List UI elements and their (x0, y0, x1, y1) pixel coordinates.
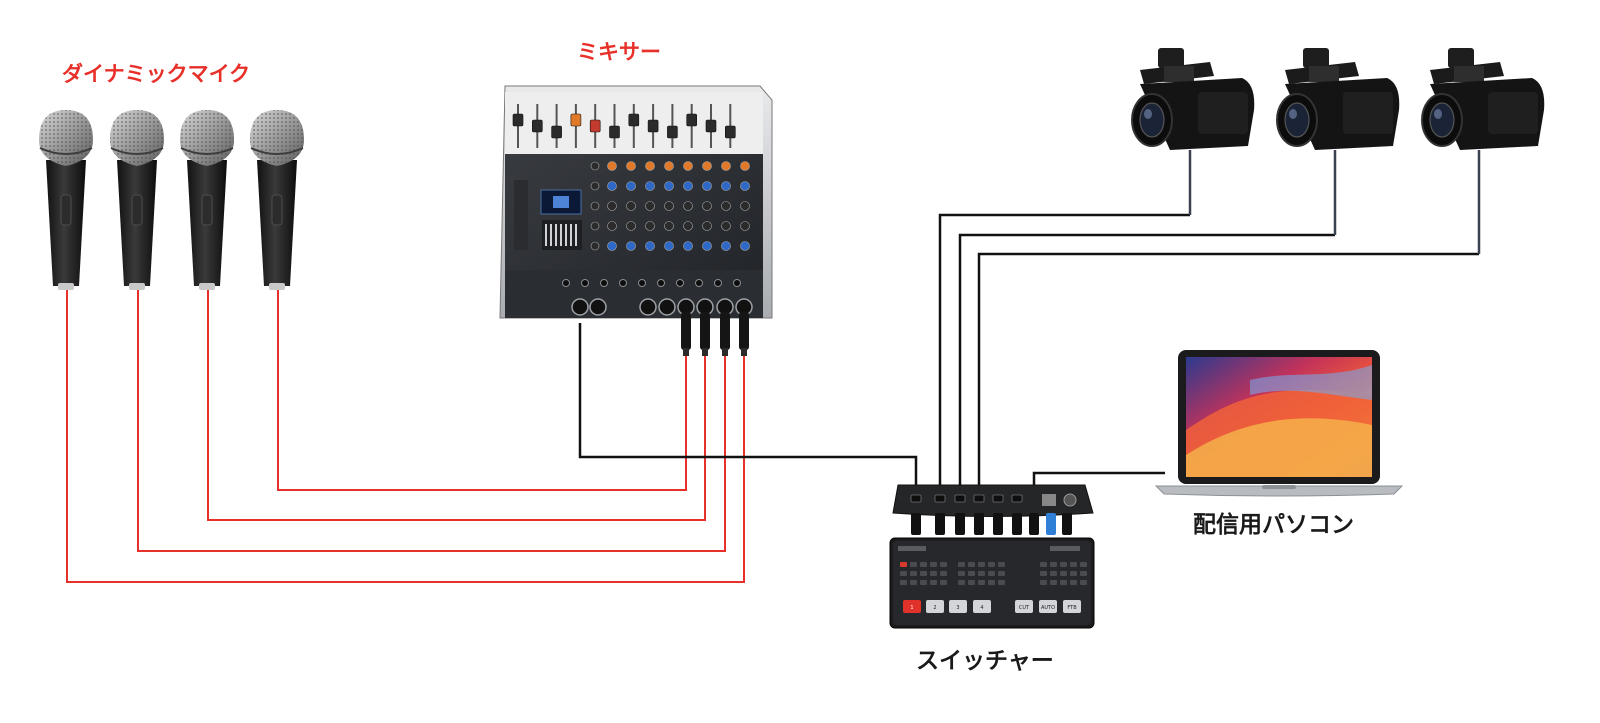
dynamic-mic-2 (110, 110, 164, 290)
camera-cable-2-black (958, 233, 1335, 485)
video-camera-2 (1276, 48, 1400, 150)
mixer-to-switcher-cable (578, 323, 918, 485)
switcher-small-buttons (898, 546, 1087, 585)
switcher-button-1: 1 (903, 600, 921, 613)
switcher-button-ftb: FTB (1063, 600, 1081, 613)
switcher-button-label: 2 (933, 605, 936, 611)
mixer-label: ミキサー (577, 40, 661, 64)
power-port (1063, 493, 1077, 507)
switcher-button-2: 2 (926, 600, 944, 613)
switcher-main-buttons: 1 2 3 4 CUT AUTO FTB (903, 600, 1081, 613)
mixer-xlr-plugs (681, 312, 749, 356)
cameras (1131, 48, 1545, 150)
switcher-to-pc-cable (1032, 471, 1165, 485)
dynamic-mic-3 (180, 110, 234, 290)
switcher-button-label: CUT (1019, 605, 1030, 611)
streaming-laptop (1154, 350, 1404, 497)
switcher-button-label: 3 (956, 605, 959, 611)
mic-label: ダイナミックマイク (62, 62, 251, 86)
mic-cable-4 (277, 288, 687, 491)
mixer-faders (512, 104, 736, 148)
switcher-label: スイッチャー (916, 648, 1054, 674)
camera-cables (1188, 150, 1481, 254)
camera-cable-1-black (938, 213, 1190, 485)
switcher-button-label: FTB (1067, 605, 1077, 611)
mixer-graphic-eq (542, 220, 582, 250)
camera-cable-3-black (977, 252, 1479, 485)
microphones (39, 110, 304, 290)
switcher-button-label: 1 (910, 605, 913, 611)
mixer-jacks (562, 279, 753, 316)
video-switcher: 1 2 3 4 CUT AUTO FTB (889, 484, 1095, 629)
switcher-button-3: 3 (949, 600, 967, 613)
mic-cables (66, 288, 745, 583)
switcher-button-cut: CUT (1015, 600, 1033, 613)
switcher-button-auto: AUTO (1039, 600, 1057, 613)
mic-cable-3 (207, 288, 706, 521)
mic-cable-1 (66, 288, 745, 583)
video-camera-1 (1131, 48, 1255, 150)
switcher-button-label: 4 (980, 605, 983, 611)
dynamic-mic-4 (250, 110, 304, 290)
switcher-button-4: 4 (973, 600, 991, 613)
signal-cables (578, 213, 1479, 485)
dynamic-mic-1 (39, 110, 93, 290)
pc-label: 配信用パソコン (1193, 512, 1354, 538)
mixer-knobs (590, 161, 750, 251)
ethernet-port (1042, 494, 1056, 506)
mic-cable-2 (137, 288, 726, 552)
switcher-ports (910, 494, 1023, 503)
audio-mixer (499, 85, 773, 356)
switcher-plugs (911, 513, 1072, 535)
mixer-level-meter (514, 180, 528, 250)
switcher-button-label: AUTO (1041, 605, 1055, 611)
video-camera-3 (1421, 48, 1545, 150)
